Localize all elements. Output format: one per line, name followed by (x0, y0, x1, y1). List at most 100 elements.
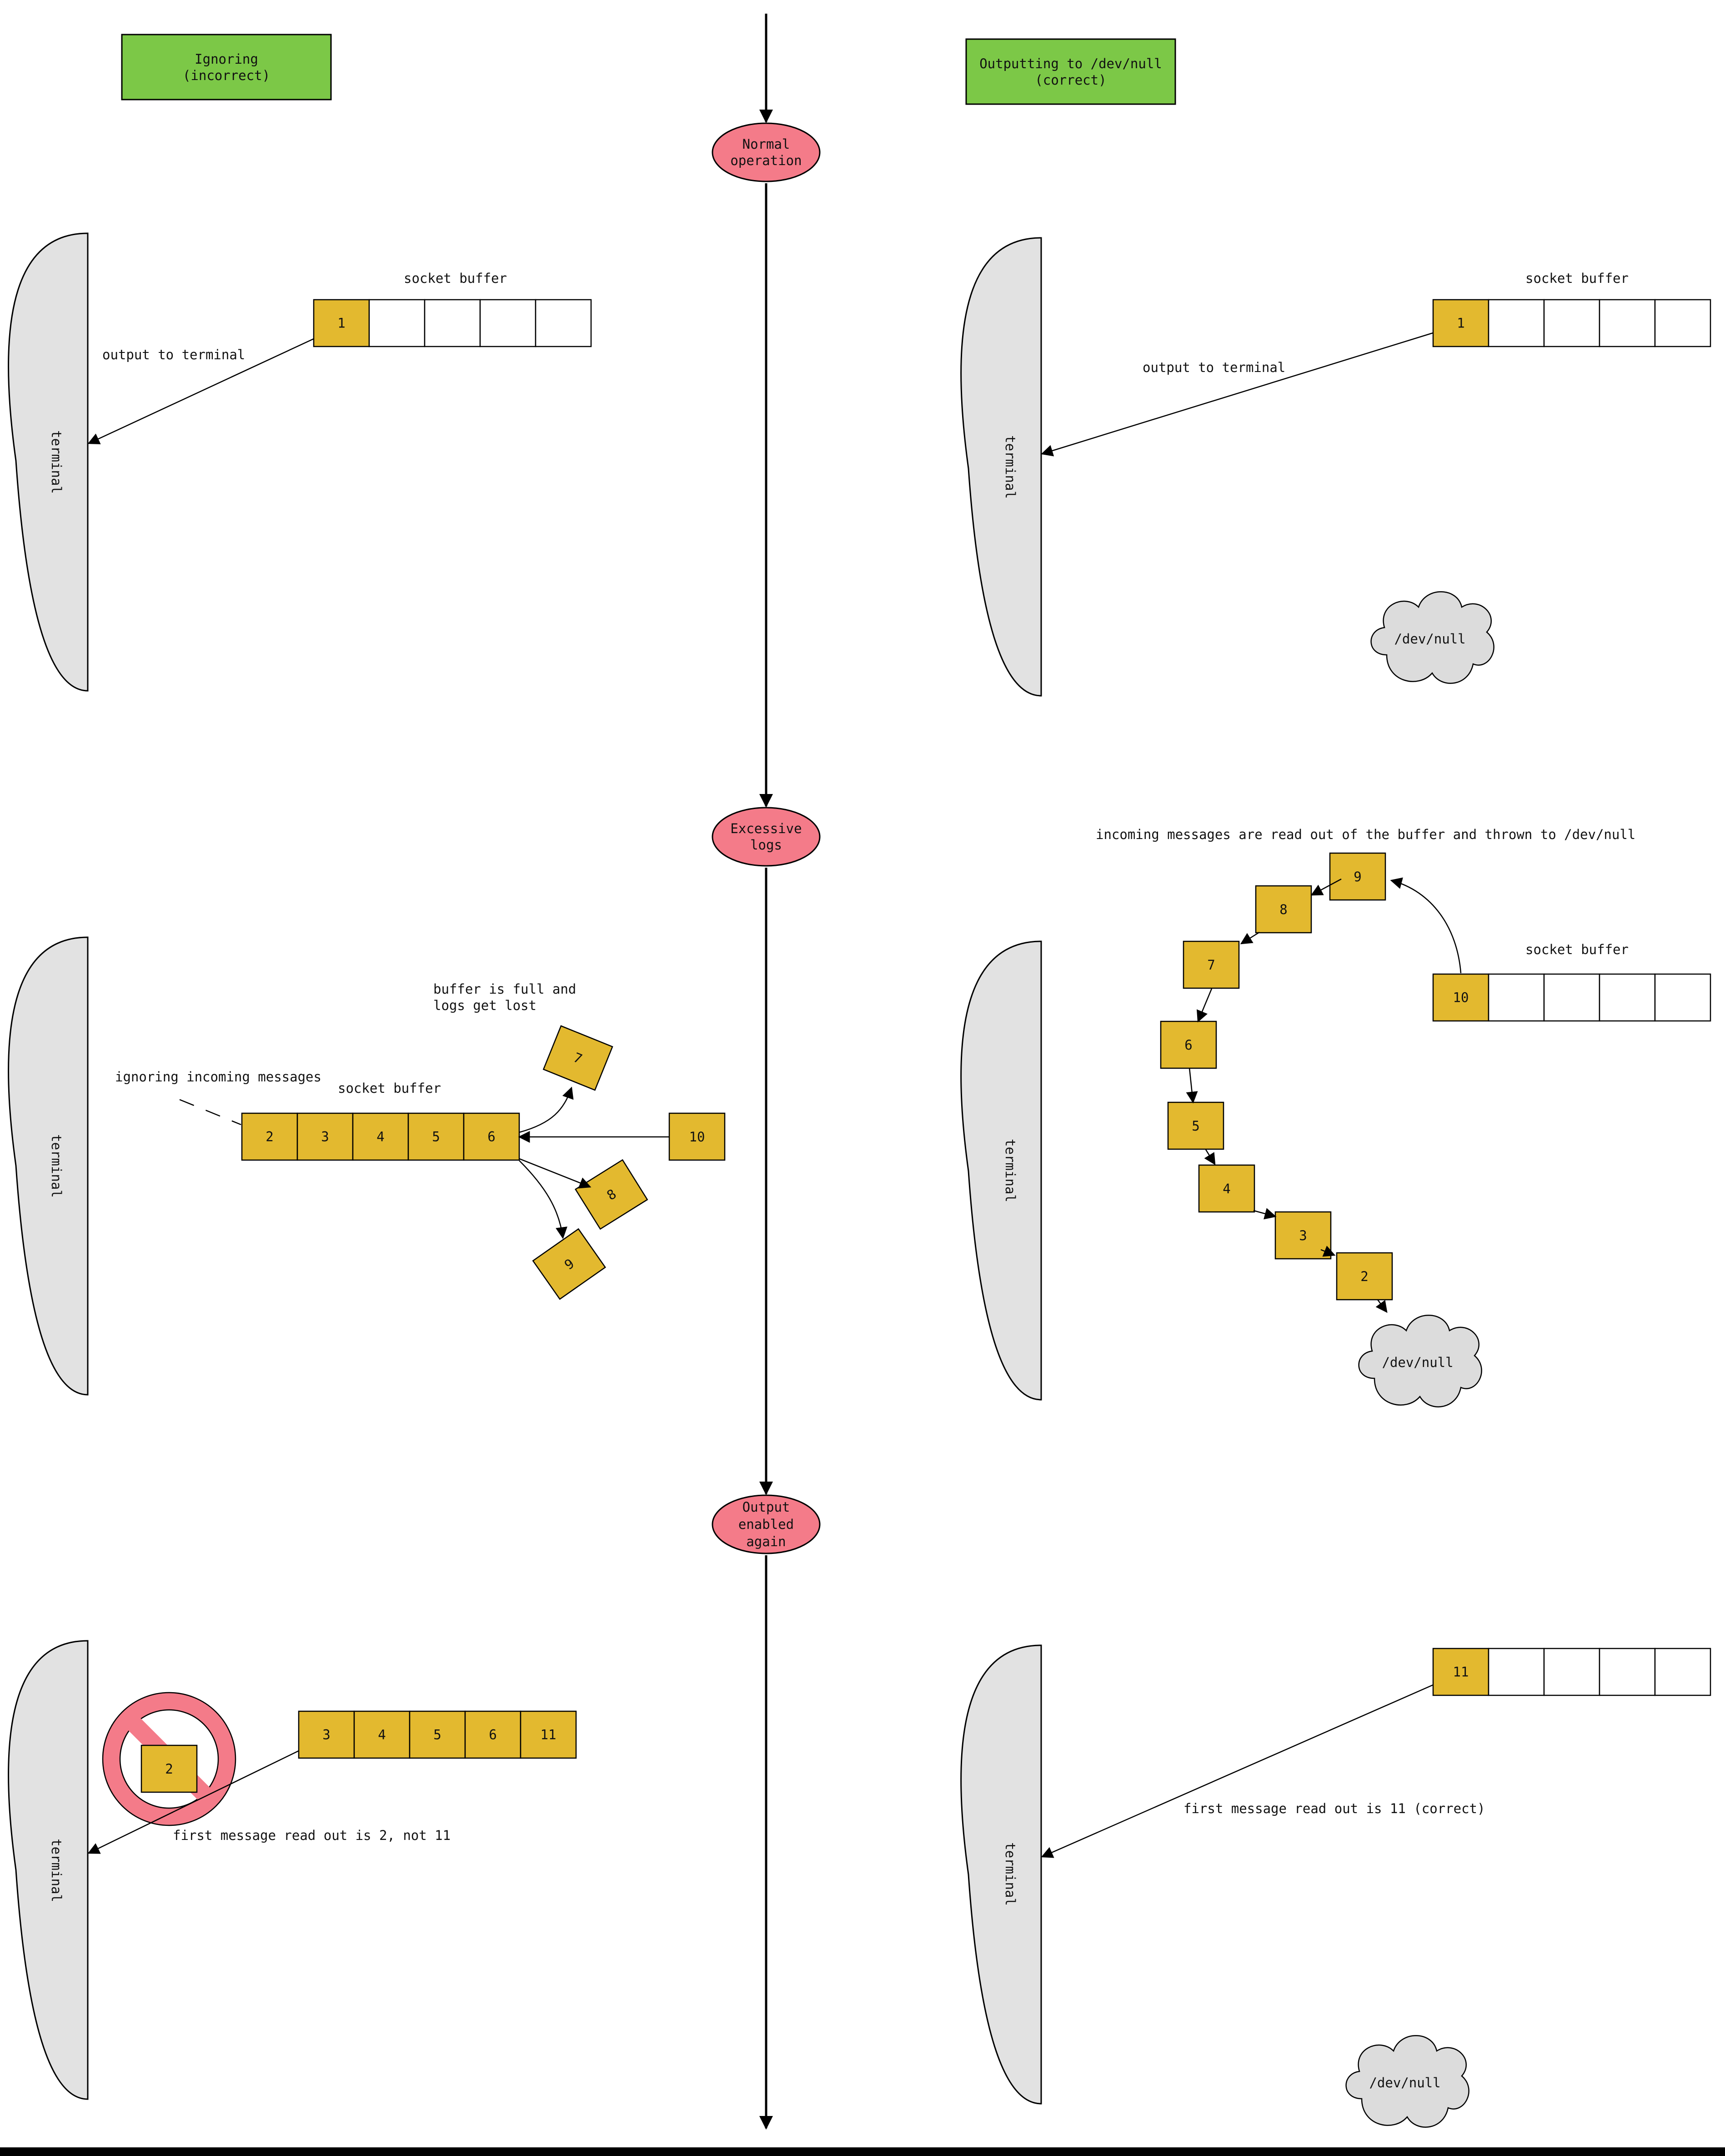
message-number: 10 (689, 1129, 705, 1145)
buffer-slot-empty (535, 299, 592, 347)
dev-null-label: /dev/null (1394, 631, 1465, 647)
message-number: 2 (165, 1761, 173, 1777)
message-number: 3 (322, 1727, 330, 1743)
terminal-right-stage1: terminal (960, 237, 1042, 697)
message-number: 4 (1223, 1181, 1230, 1196)
buffer-slot-empty (1543, 973, 1600, 1022)
buffer-slot-empty (424, 299, 481, 347)
dev-null-cloud-stage3: /dev/null (1345, 2035, 1469, 2128)
socket-buffer-s1-right: 1 (1432, 299, 1711, 347)
read-out-arrow (1320, 1246, 1336, 1257)
header-line1: Ignoring (195, 51, 258, 67)
stage-label-line3: again (746, 1534, 786, 1549)
output-to-terminal-label: output to terminal (102, 347, 245, 362)
read-out-message: 8 (1255, 885, 1312, 934)
terminal-label: terminal (1003, 1842, 1018, 1906)
incoming-message-10: 10 (668, 1112, 726, 1161)
first-read-left-label: first message read out is 2, not 11 (173, 1828, 451, 1843)
buffer-slot-empty (368, 299, 426, 347)
read-out-arrow (1197, 988, 1213, 1023)
overflow-arrow-8 (519, 1158, 592, 1189)
message-number: 3 (321, 1129, 329, 1145)
read-out-message: 5 (1167, 1101, 1224, 1150)
read-out-message: 4 (1198, 1164, 1255, 1213)
bottom-bar (0, 2147, 1725, 2156)
buffer-slot-empty (1654, 299, 1711, 347)
message-number: 1 (337, 316, 345, 331)
read-out-arrow (1186, 1067, 1198, 1104)
terminal-label: terminal (1003, 1139, 1018, 1202)
terminal-left-stage3: terminal (8, 1640, 89, 2100)
terminal-right-stage3: terminal (960, 1644, 1042, 2105)
incoming-read-out-label: incoming messages are read out of the bu… (1096, 827, 1635, 842)
message-number: 6 (487, 1129, 495, 1145)
message-number: 5 (432, 1129, 440, 1145)
output-arrow (1041, 1684, 1434, 1858)
read-out-arrow (1253, 1208, 1277, 1220)
buffer-slot-empty (1654, 1648, 1711, 1696)
header-line1: Outputting to /dev/null (979, 56, 1162, 71)
buffer-message: 4 (352, 1112, 409, 1161)
header-line2: (correct) (1035, 72, 1106, 88)
stage-label-line1: Output (742, 1499, 790, 1515)
buffer-slot-empty (1543, 1648, 1600, 1696)
blocked-message-2: 2 (140, 1744, 198, 1793)
read-out-message: 9 (1329, 852, 1386, 901)
ignoring-dashed-line (179, 1099, 241, 1126)
header-line2: (incorrect) (183, 68, 270, 83)
buffer-full-label-line2: logs get lost (433, 998, 537, 1013)
message-number: 6 (1184, 1037, 1192, 1053)
buffer-message: 5 (407, 1112, 465, 1161)
buffer-message: 6 (463, 1112, 520, 1161)
message-number: 7 (1207, 957, 1215, 973)
buffer-message: 6 (464, 1710, 522, 1759)
read-out-message: 2 (1336, 1252, 1393, 1301)
buffer-slot-empty (1488, 973, 1545, 1022)
stage-label-line1: Normal (742, 136, 790, 152)
overflow-arrow-7 (519, 1086, 574, 1133)
message-number: 11 (1453, 1664, 1469, 1680)
lost-message-8: 8 (574, 1159, 648, 1230)
socket-buffer-label: socket buffer (1525, 942, 1629, 957)
read-out-message: 3 (1274, 1211, 1332, 1260)
read-out-arrow (1375, 1299, 1388, 1313)
header-dev-null: Outputting to /dev/null (correct) (965, 38, 1176, 105)
socket-buffer-s1-left: 1 (313, 299, 592, 347)
buffer-slot-empty (1488, 1648, 1545, 1696)
terminal-left-stage1: terminal (8, 232, 89, 692)
buffer-message: 2 (241, 1112, 298, 1161)
socket-buffer-s3-left: 3 4 5 6 11 (298, 1710, 577, 1759)
terminal-label: terminal (1003, 435, 1018, 499)
buffer-message: 10 (1432, 973, 1489, 1022)
lost-message-7: 7 (542, 1025, 613, 1091)
message-number: 6 (489, 1727, 496, 1743)
stage-normal-operation: Normal operation (712, 122, 821, 182)
dev-null-cloud-stage2: /dev/null (1358, 1315, 1482, 1407)
output-arrow (87, 338, 314, 444)
stage-label-line2: operation (730, 153, 802, 168)
read-out-arrow (1204, 1149, 1216, 1166)
buffer-message: 11 (520, 1710, 577, 1759)
terminal-label: terminal (49, 1839, 64, 1902)
read-out-message: 6 (1160, 1020, 1217, 1069)
first-read-right-label: first message read out is 11 (correct) (1183, 1801, 1485, 1816)
buffer-slot-empty (479, 299, 537, 347)
stage-excessive-logs: Excessive logs (712, 807, 821, 867)
buffer-message: 4 (353, 1710, 411, 1759)
socket-buffer-s2-right: 10 (1432, 973, 1711, 1022)
output-arrow (87, 1750, 299, 1854)
terminal-label: terminal (49, 1134, 64, 1198)
message-number: 11 (541, 1727, 557, 1743)
message-number: 4 (376, 1129, 384, 1145)
message-number: 4 (378, 1727, 386, 1743)
dev-null-label: /dev/null (1382, 1355, 1453, 1370)
buffer-message: 5 (409, 1710, 466, 1759)
output-to-terminal-label: output to terminal (1143, 360, 1285, 375)
socket-buffer-label: socket buffer (404, 271, 507, 286)
message-number: 2 (1360, 1269, 1368, 1284)
read-out-message: 7 (1183, 940, 1240, 989)
stage-output-enabled-again: Output enabled again (712, 1494, 821, 1554)
socket-buffer-label: socket buffer (338, 1081, 441, 1096)
read-out-chain: 98 7 6 5 4 3 2 (1160, 852, 1393, 1301)
stage-label-line2: logs (750, 837, 782, 853)
